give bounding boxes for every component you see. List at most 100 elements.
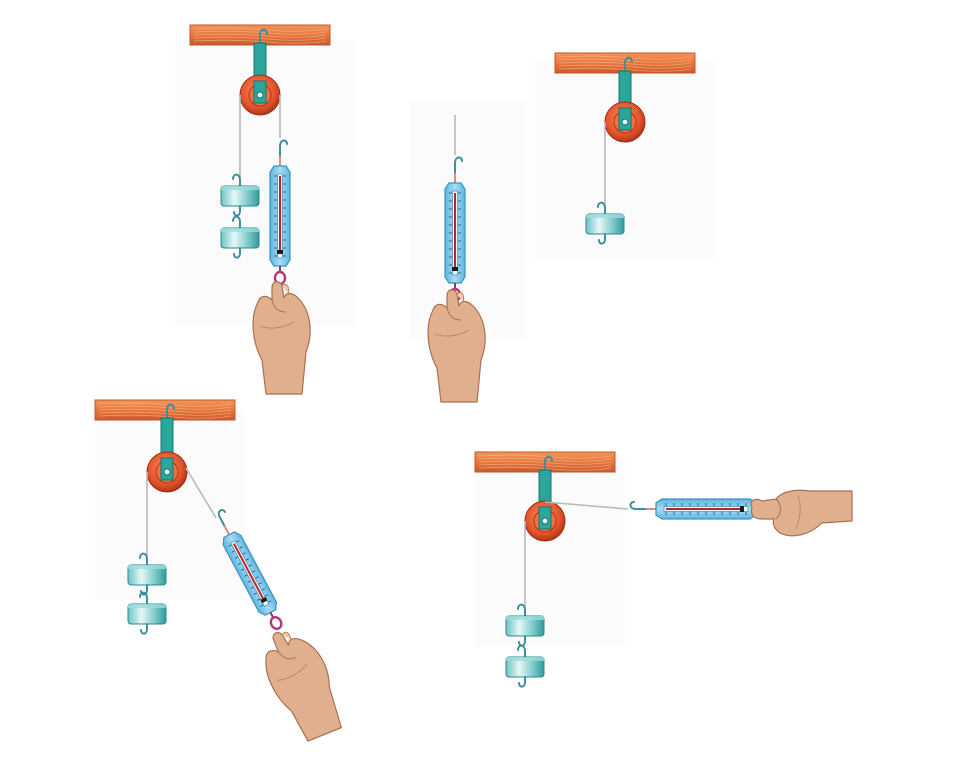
scale-hook-icon (279, 139, 288, 157)
string-right-d (185, 467, 217, 519)
wood-grain (193, 27, 327, 32)
hook-icon (232, 215, 241, 231)
weight-hook-icon (233, 247, 241, 259)
finger-crease (446, 307, 462, 321)
scale-tick (250, 586, 254, 589)
hand-b (427, 289, 486, 403)
fixed-pulley (604, 56, 646, 143)
apparatus-layer (94, 24, 853, 742)
scale-tick (249, 564, 253, 567)
scale-tick (247, 580, 251, 583)
wood-grain (478, 463, 612, 468)
wood-grain (478, 466, 612, 471)
pulley-axle (256, 91, 264, 99)
wood-grain (558, 55, 692, 60)
hook-icon (517, 603, 526, 619)
scale-pointer (740, 506, 744, 512)
scale-tick (255, 576, 259, 579)
hooked-weight (505, 644, 545, 688)
weight-hook-icon (518, 676, 526, 688)
scale-hook-icon (217, 509, 226, 527)
scale-tick (257, 598, 261, 601)
scale-tick (268, 600, 272, 603)
scale-tick (231, 550, 235, 553)
scale-ring-icon (269, 616, 283, 631)
string-right-e (544, 501, 629, 510)
weight-rim (128, 604, 166, 608)
weight-rim (506, 616, 544, 620)
scale-pointer (452, 267, 458, 271)
weight-hook-icon (140, 623, 148, 635)
scale-tick (242, 552, 246, 555)
weight-hook-icon (598, 233, 606, 245)
scale-tick (228, 544, 232, 547)
hand-skin (427, 289, 486, 403)
wood-grain (193, 33, 327, 38)
finger-crease (277, 651, 296, 660)
hook-icon (139, 591, 148, 607)
scale-tick (261, 588, 265, 591)
pulley-axle (541, 517, 549, 525)
knuckle-line (276, 663, 308, 681)
scale-tick (244, 574, 248, 577)
weight-rim (586, 214, 624, 218)
pulley-axle (163, 468, 171, 476)
scale-tick (239, 546, 243, 549)
scale-tick (252, 570, 256, 573)
wood-grain (193, 39, 327, 44)
hooked-weight (127, 591, 167, 635)
scale-tick (245, 558, 249, 561)
wood-grain (558, 64, 692, 69)
scale-rod (223, 525, 231, 536)
fixed-pulley (146, 403, 188, 493)
hooked-weight (505, 603, 545, 647)
hook-icon (544, 455, 553, 471)
hook-icon (624, 56, 633, 72)
pulley-axle (621, 118, 629, 126)
wood-grain (98, 408, 232, 413)
hook-icon (139, 552, 148, 568)
wood-grain (558, 67, 692, 72)
wood-grain (98, 414, 232, 419)
scale-tick (236, 540, 240, 543)
hand-skin (750, 489, 853, 537)
knuckle-line (795, 494, 801, 530)
hooked-weight (127, 552, 167, 596)
hook-icon (517, 644, 526, 660)
fixed-pulley (524, 455, 566, 542)
knuckle-line (259, 321, 295, 329)
scale-indicator (232, 543, 265, 601)
scale-hook-icon (629, 501, 647, 510)
scale-pointer (260, 596, 268, 604)
wood-grain (478, 454, 612, 459)
finger-crease (775, 498, 781, 520)
hand-a (252, 281, 311, 395)
scale-tick (258, 582, 262, 585)
wood-grain (193, 36, 327, 41)
thumb-tip (281, 284, 289, 295)
scale-tick (253, 592, 257, 595)
wood-grain (478, 460, 612, 465)
scale-tick (237, 562, 241, 565)
weight-rim (506, 657, 544, 661)
thumb-tip (456, 292, 464, 303)
weight-rim (221, 186, 259, 190)
scale-tick (234, 556, 238, 559)
wood-grain (98, 405, 232, 410)
scale-tick (260, 604, 264, 607)
hooked-weight (220, 215, 260, 259)
ceiling-beam (94, 399, 236, 421)
finger-crease (271, 299, 287, 313)
spring-scale-d (217, 509, 283, 631)
hook-icon (259, 28, 268, 44)
hooked-weight (220, 173, 260, 217)
knuckle-line (434, 329, 470, 337)
scale-tick (241, 568, 245, 571)
hand-skin (252, 281, 311, 395)
weight-rim (128, 565, 166, 569)
hook-icon (166, 403, 175, 419)
wood-grain (98, 411, 232, 416)
hook-icon (597, 201, 606, 217)
wood-grain (558, 61, 692, 66)
